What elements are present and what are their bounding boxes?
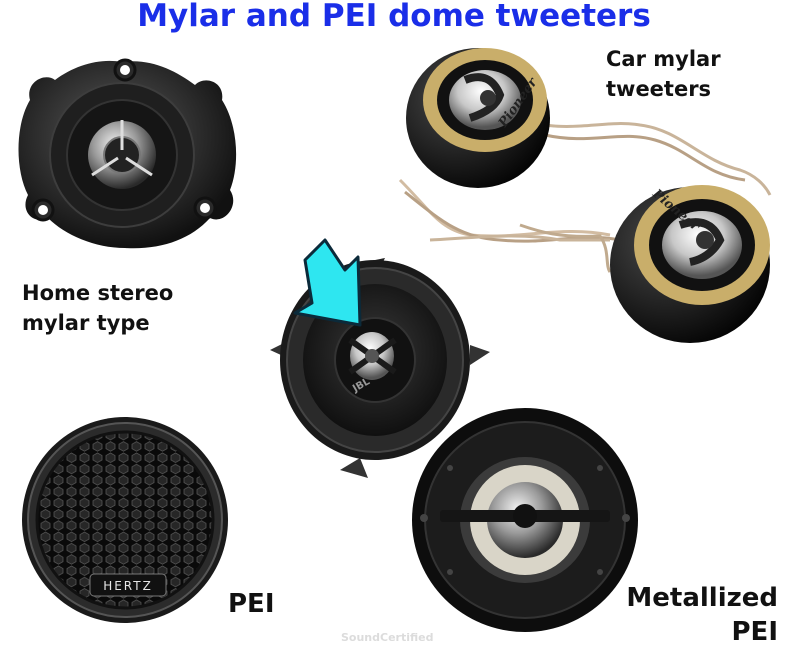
home-stereo-tweeter-image: [18, 58, 237, 249]
pei-tweeter-brand: HERTZ: [103, 579, 153, 593]
car-tweeter-bottom-image: Pioneer: [398, 178, 770, 343]
arrow-pointer: [293, 238, 362, 327]
home-stereo-label-line1: Home stereo: [22, 281, 173, 305]
car-tweeters-label-line1: Car mylar: [606, 47, 721, 71]
page-title: Mylar and PEI dome tweeters: [137, 0, 651, 34]
metallized-label-line1: Metallized: [626, 583, 778, 613]
car-tweeters-label-line2: tweeters: [606, 77, 711, 101]
pei-label: PEI: [228, 589, 275, 619]
metallized-pei-tweeter-image: [412, 408, 638, 632]
watermark: SoundCertified: [341, 631, 434, 644]
car-tweeter-top-image: Pioneer: [406, 48, 772, 196]
pei-tweeter-image: HERTZ: [22, 417, 228, 623]
home-stereo-label-line2: mylar type: [22, 311, 150, 335]
metallized-label-line2: PEI: [732, 617, 779, 647]
